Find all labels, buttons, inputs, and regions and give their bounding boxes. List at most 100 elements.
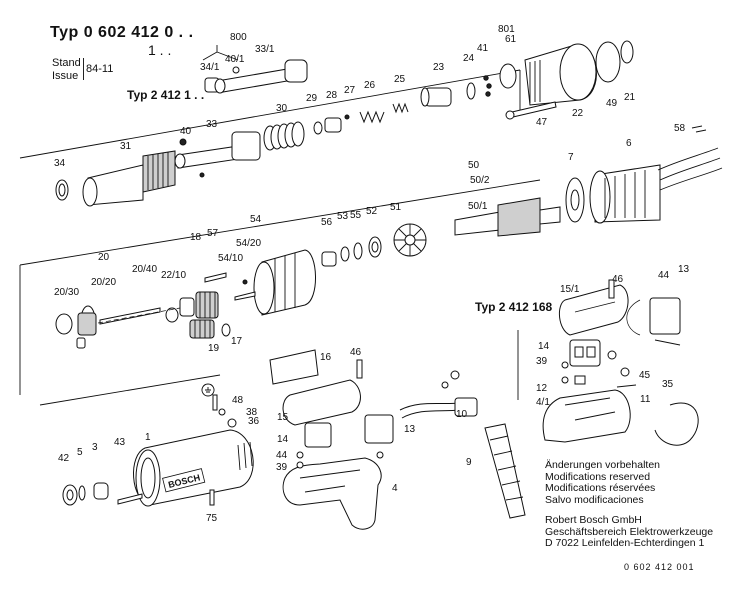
group-row-3-right [517, 279, 699, 446]
note-line: Modifications reserved [545, 470, 651, 483]
part-label: 11 [640, 394, 651, 405]
part-label: 14 [277, 434, 289, 445]
note-line: Änderungen vorbehalten [545, 459, 661, 471]
part-label: 51 [390, 202, 402, 213]
part-label: 36 [248, 416, 260, 427]
part-label: 38 [246, 407, 258, 418]
part-label: 22/10 [161, 270, 186, 281]
fan-51 [393, 223, 427, 257]
part-label: 23 [433, 62, 445, 73]
part-label: 46 [350, 347, 362, 358]
part-label: 56 [321, 217, 333, 228]
part-label: 1 [145, 432, 151, 443]
motor-housing-1: BOSCH [133, 429, 254, 507]
part-label: 47 [536, 117, 548, 128]
part-label: 34 [54, 158, 66, 169]
part-label: 58 [674, 123, 686, 134]
modification-notes: Änderungen vorbehalten Modifications res… [545, 459, 661, 507]
part-label: 54/20 [236, 238, 261, 249]
company-line: Geschäftsbereich Elektrowerkzeuge [545, 525, 714, 538]
gear-18 [179, 291, 219, 319]
intermediate-shaft-20 [55, 305, 179, 349]
part-label: 9 [466, 457, 472, 468]
part-label: 34/1 [200, 62, 220, 73]
part-label: 54/10 [218, 253, 243, 264]
part-label: 35 [662, 379, 674, 390]
part-label: 10 [456, 409, 468, 420]
group-row-3-center [399, 370, 526, 519]
part-label: 57 [207, 228, 219, 239]
part-label: 13 [404, 424, 416, 435]
spindle-33 [174, 131, 261, 169]
bosch-logo: BOSCH [162, 468, 206, 493]
part-label: 4 [392, 483, 398, 494]
part-label: 5 [77, 447, 83, 458]
company-line: D 7022 Leinfelden-Echterdingen 1 [545, 537, 705, 550]
part-label: 24 [463, 53, 475, 64]
part-label: 20/30 [54, 287, 79, 298]
part-label: 75 [206, 513, 218, 524]
group-row-1 [19, 40, 707, 207]
part-label: 16 [320, 352, 332, 363]
part-label: 46 [612, 274, 624, 285]
part-label: 30 [276, 103, 288, 114]
gear-cover-54 [253, 249, 316, 316]
part-label: 61 [505, 34, 517, 45]
part-label: 17 [231, 336, 243, 347]
part-label: 800 [230, 32, 247, 43]
part-label: 41 [477, 43, 489, 54]
part-label: 40 [180, 126, 192, 137]
part-label: 18 [190, 232, 202, 243]
part-label: 22 [572, 108, 584, 119]
part-label: 33/1 [255, 44, 275, 55]
part-label: 26 [364, 80, 376, 91]
stand-value: 84-11 [86, 63, 114, 75]
part-label: 27 [344, 85, 356, 96]
part-label: 33 [206, 119, 218, 130]
part-label: 25 [394, 74, 406, 85]
part-label: 50/2 [470, 175, 490, 186]
part-label: 20 [98, 252, 110, 263]
part-label: 31 [120, 141, 132, 152]
part-label: 49 [606, 98, 618, 109]
stand-issue-labels: Stand Issue [52, 57, 81, 83]
type-number-main: Typ 0 602 412 0 . . [50, 24, 194, 41]
spring-30 [263, 121, 305, 151]
type-variant-a: Typ 2 412 1 . . [127, 88, 205, 102]
part-label: 4/1 [536, 397, 550, 408]
part-label: 44 [276, 450, 288, 461]
part-label: 50/1 [468, 201, 488, 212]
part-label: 54 [250, 214, 262, 225]
part-label: 40/1 [225, 54, 245, 65]
part-label: 52 [366, 206, 378, 217]
part-label: 39 [276, 462, 288, 473]
part-label: 29 [306, 93, 318, 104]
document-number: 0 602 412 001 [624, 562, 695, 572]
part-label: 48 [232, 395, 244, 406]
part-label-layer: 80034/140/133/18016141242325262728293033… [54, 24, 690, 524]
part-label: 801 [498, 24, 515, 35]
company-address: Robert Bosch GmbH Geschäftsbereich Elekt… [545, 514, 714, 550]
stand-divider [83, 58, 84, 80]
part-label: 15/1 [560, 284, 580, 295]
part-label: 12 [536, 383, 548, 394]
part-label: 6 [626, 138, 632, 149]
chuck-sleeve-31 [82, 150, 176, 207]
armature-50 [454, 197, 561, 237]
part-label: 3 [92, 442, 98, 453]
type-variant-b: Typ 2 412 168 [475, 300, 553, 314]
gear-housing-22 [524, 43, 597, 106]
part-label: 20/20 [91, 277, 116, 288]
type-number-sub: 1 . . [148, 42, 172, 58]
part-label: 45 [639, 370, 651, 381]
part-label: 44 [658, 270, 670, 281]
part-label: 15 [277, 412, 289, 423]
part-label: 39 [536, 356, 548, 367]
part-label: 42 [58, 453, 70, 464]
group-row-4: BOSCH [39, 349, 394, 530]
note-line: Modifications réservées [545, 482, 656, 495]
part-label: 21 [624, 92, 636, 103]
note-line: Salvo modificaciones [545, 494, 644, 507]
part-label: 7 [568, 152, 574, 163]
